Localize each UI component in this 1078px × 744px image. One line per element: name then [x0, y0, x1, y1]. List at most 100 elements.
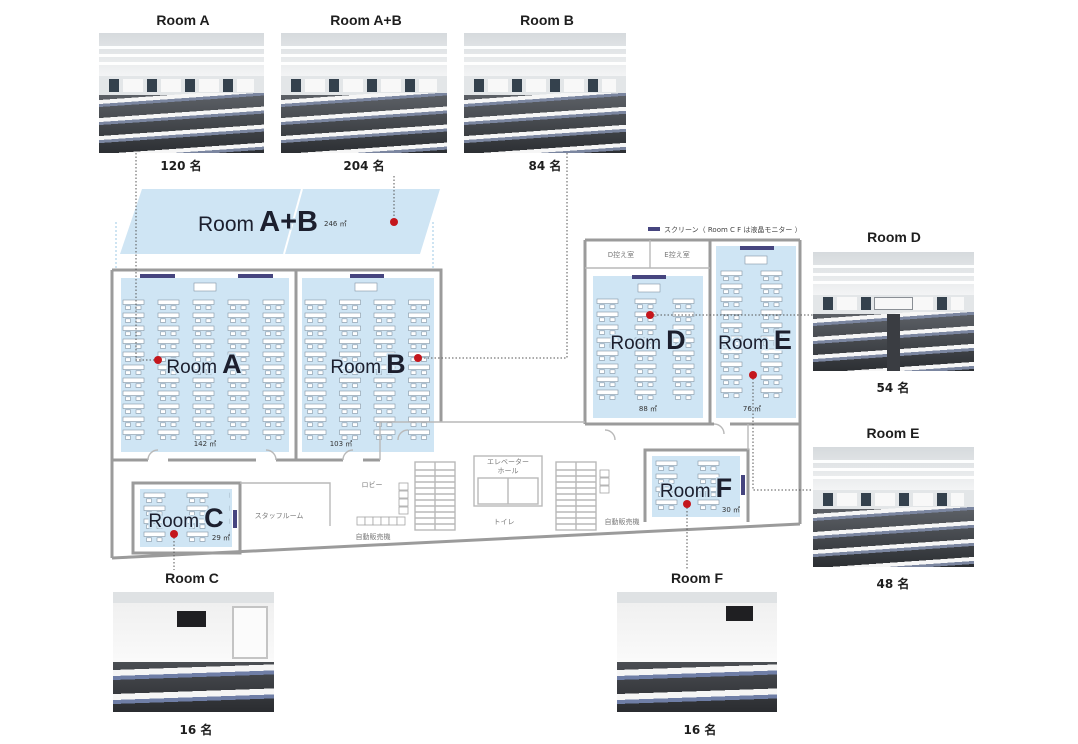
- room-c-capacity: 16 名: [179, 723, 213, 737]
- photo-s-ceil: [113, 592, 274, 603]
- vending-machine: [372, 516, 382, 526]
- elevator-hall: [473, 455, 543, 507]
- photo-lights: [813, 457, 974, 485]
- elevator-hall-outline: [473, 455, 543, 507]
- room-a-screen-right: [238, 274, 273, 278]
- photo-s-desks: [113, 660, 274, 712]
- corridor-wall: [379, 421, 585, 460]
- room-ab-divider: [283, 188, 303, 255]
- room-word: Room: [330, 357, 381, 378]
- vending-machine: [364, 516, 374, 526]
- photo-desks: [281, 93, 447, 153]
- room-f-capacity: 16 名: [683, 723, 717, 737]
- room-b-photo: [464, 33, 626, 153]
- room-f-wall: [643, 448, 750, 522]
- room-ab-label: Room A+B: [198, 206, 318, 238]
- room-a-seating: [121, 299, 289, 442]
- room-ab-capacity: 204 名: [343, 159, 385, 173]
- room-f-photo: [617, 592, 777, 712]
- stairs-steps: [556, 462, 596, 530]
- vending-machine: [398, 482, 409, 491]
- room-c-seating: [141, 492, 230, 544]
- room-c-label: Room C: [148, 503, 223, 533]
- room-letter: F: [716, 473, 733, 503]
- room-a-marker: [154, 356, 162, 364]
- photo-desks: [464, 93, 626, 153]
- vending-machine-label: 自動販売機: [356, 532, 391, 541]
- vending-machine: [380, 516, 390, 526]
- photo-windows: [473, 78, 617, 92]
- room-d-photo: [813, 252, 974, 371]
- room-c-marker: [170, 530, 178, 538]
- room-c-area-size: 29 ㎡: [212, 534, 230, 542]
- room-letter: C: [204, 503, 224, 533]
- staff-room-wall: [240, 482, 331, 526]
- wall: [112, 268, 443, 422]
- photo-lights: [813, 262, 974, 289]
- room-e-photo: [813, 447, 974, 567]
- vending-machine: [388, 516, 398, 526]
- room-letter: B: [386, 349, 406, 379]
- room-word: Room: [610, 333, 661, 354]
- room-d-marker: [646, 311, 654, 319]
- waiting-room-wall: [585, 240, 710, 269]
- room-a-podium: [193, 282, 217, 292]
- door-arc: [147, 423, 725, 461]
- room-e-marker: [749, 371, 757, 379]
- room-e-label: Room E: [718, 325, 792, 355]
- room-c-photo-label: Room C: [165, 570, 219, 586]
- room-b-podium: [354, 282, 378, 292]
- room-d-screen: [632, 275, 666, 279]
- vending-machine: [599, 485, 610, 494]
- photo-s-wall: [617, 592, 777, 662]
- photo-lights: [281, 43, 447, 71]
- photo-s-ceil: [617, 592, 777, 603]
- room-word: Room: [148, 511, 199, 532]
- room-e-podium: [744, 255, 768, 265]
- photo-tv-right: [725, 606, 753, 621]
- room-f-marker: [683, 500, 691, 508]
- room-ab-photo-label: Room A+B: [330, 12, 402, 28]
- vending-machine: [396, 516, 406, 526]
- room-ab-area: [120, 189, 440, 254]
- room-d-capacity: 54 名: [876, 381, 910, 395]
- photo-windows: [290, 78, 438, 92]
- photo-s-desks: [617, 660, 777, 712]
- lobby-label: ロビー: [362, 480, 383, 489]
- photo-desks: [99, 93, 264, 153]
- elevator-hall-label: ホール: [498, 467, 519, 475]
- room-f-area-size: 30 ㎡: [722, 506, 740, 514]
- room-e-photo-label: Room E: [866, 425, 920, 441]
- e-waiting-room-label: E控え室: [664, 250, 689, 259]
- room-a-label: Room A: [166, 349, 241, 379]
- vending-machine: [398, 506, 409, 515]
- screen-legend-icon: [648, 227, 660, 231]
- staff-room-label: スタッフルーム: [255, 511, 304, 520]
- room-letter: D: [666, 325, 686, 355]
- room-c-wall: [131, 481, 242, 555]
- room-c-photo: [113, 592, 274, 712]
- stairs-steps: [415, 462, 455, 530]
- room-b-area-size: 103 ㎡: [330, 440, 353, 448]
- vending-machine: [356, 516, 366, 526]
- room-b-photo-label: Room B: [520, 12, 574, 28]
- room-a-capacity: 120 名: [160, 159, 202, 173]
- photo-windows: [108, 78, 255, 92]
- photo-desks: [813, 507, 974, 567]
- room-ab-area-size: 246 ㎡: [324, 220, 347, 228]
- room-word: Room: [166, 357, 217, 378]
- room-a-photo: [99, 33, 264, 153]
- walls: [110, 238, 802, 560]
- room-b-capacity: 84 名: [528, 159, 562, 173]
- room-f-seating: [653, 460, 739, 512]
- room-e-screen: [740, 246, 774, 250]
- room-letter: A+B: [259, 206, 318, 238]
- photo-screen: [874, 297, 913, 311]
- room-a-screen-left: [140, 274, 175, 278]
- screen-legend-text: スクリーン（ Room C F は液晶モニター ）: [664, 225, 802, 234]
- photo-aisle: [887, 313, 900, 371]
- room-a-area-size: 142 ㎡: [194, 440, 217, 448]
- room-e-capacity: 48 名: [876, 577, 910, 591]
- room-word: Room: [198, 213, 254, 236]
